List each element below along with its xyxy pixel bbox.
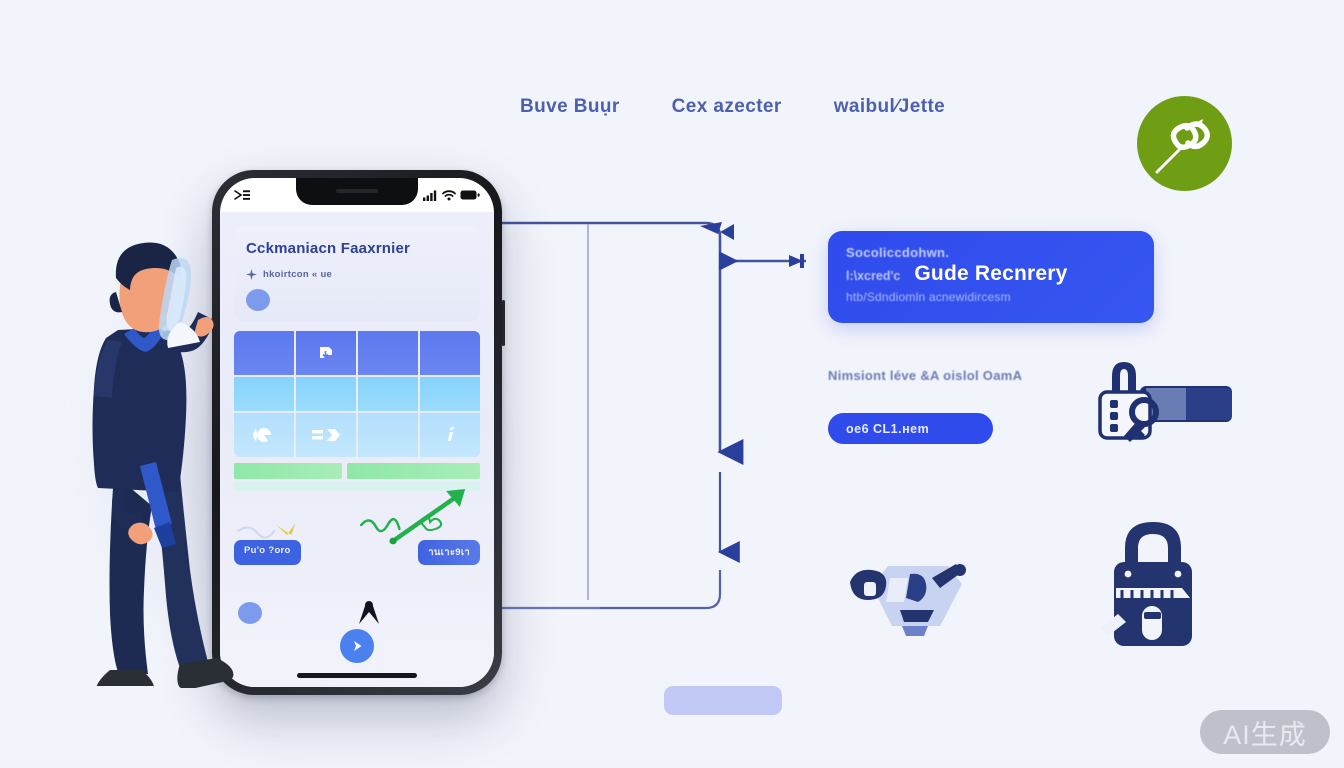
home-indicator — [297, 673, 417, 678]
nav-item-2[interactable]: Cex azecter — [671, 96, 782, 117]
recovery-card[interactable]: Socoliccdohwn. l:\xcred'c Gude Recnrery … — [828, 231, 1154, 323]
card-line-3: htb/Sdndiomln acnewidircesm — [846, 290, 1011, 304]
tile-row3-2[interactable] — [296, 413, 356, 457]
play-icon — [354, 641, 362, 651]
screen-title: Cckmaniacn Faaxrnier — [246, 240, 411, 257]
signal-bars-icon — [423, 190, 437, 201]
equals-arrow-icon — [296, 413, 356, 457]
teal-bar — [234, 481, 480, 491]
tile-grid — [234, 331, 480, 457]
wifi-icon — [442, 189, 456, 200]
link-knot-icon — [1155, 119, 1210, 174]
screen-header-card: Cckmaniacn Faaxrnier hkoirtcon « ue — [234, 226, 480, 321]
tile-row1-4[interactable] — [420, 331, 480, 375]
nav-item-3[interactable]: waibul∕Jette — [833, 96, 946, 117]
menu-lines-icon — [234, 190, 250, 200]
link-badge[interactable] — [1137, 96, 1232, 191]
side-label: Nimsiont léve &A oislol OamA — [828, 368, 1023, 383]
phone-status-bar — [220, 178, 494, 212]
nav-item-1[interactable]: Buve Buụr — [520, 96, 620, 117]
ai-watermark: AI生成 — [1200, 710, 1330, 754]
screen-subtitle: hkoirtcon « ue — [263, 269, 333, 280]
pill-right[interactable]: านเาะ9เา — [418, 540, 480, 565]
card-line-2-title: Gude Recnrery — [914, 262, 1068, 285]
pill-left[interactable]: Pu'o ?oro — [234, 540, 301, 565]
side-action-button[interactable]: oe6 CL1.нem — [828, 413, 993, 444]
growth-chart — [237, 489, 466, 545]
play-button[interactable] — [340, 629, 374, 663]
card-line-2-small: l:\xcred'c — [846, 269, 901, 283]
card-line-2: l:\xcred'c Gude Recnrery — [846, 262, 1136, 286]
tile-row1-2[interactable] — [296, 331, 356, 375]
screen-subtitle-row: hkoirtcon « ue — [246, 269, 468, 280]
tile-row2-1[interactable] — [234, 377, 294, 411]
tile-row3-4[interactable] — [420, 413, 480, 457]
phone-device: Cckmaniacn Faaxrnier hkoirtcon « ue — [212, 170, 505, 695]
caret-up-icon[interactable] — [262, 599, 476, 627]
tile-row2-4[interactable] — [420, 377, 480, 411]
tile-row2-2[interactable] — [296, 377, 356, 411]
tile-row3-1[interactable] — [234, 413, 294, 457]
tile-row1-3[interactable] — [358, 331, 418, 375]
phone-notch — [296, 178, 418, 205]
person-illustration — [92, 242, 234, 688]
placeholder-box — [664, 686, 782, 715]
download-icon — [296, 331, 356, 375]
top-navigation: Buve Buụr Cex azecter waibul∕Jette — [520, 96, 945, 118]
watermark-text: AI生成 — [1223, 719, 1307, 750]
shield-icon — [850, 564, 966, 636]
padlock-key-icon — [1098, 362, 1232, 442]
tile-row2-3[interactable] — [358, 377, 418, 411]
card-line-1: Socoliccdohwn. — [846, 245, 950, 260]
padlock-icon — [1100, 522, 1192, 646]
chart-row: Pu'o ?oro านเาะ9เา — [234, 463, 480, 565]
sparkle-icon — [246, 269, 257, 280]
screen-bottom-bar — [220, 593, 494, 633]
tile-row1-1[interactable] — [234, 331, 294, 375]
phone-screen: Cckmaniacn Faaxrnier hkoirtcon « ue — [220, 212, 494, 687]
chart-pills: Pu'o ?oro านเาะ9เา — [234, 540, 480, 565]
green-bar-left — [234, 463, 343, 479]
avatar — [246, 289, 270, 311]
avatar-dot[interactable] — [238, 602, 262, 624]
tile-row3-3[interactable] — [358, 413, 418, 457]
info-icon — [420, 413, 480, 457]
pacman-icon — [234, 413, 294, 457]
green-bar-right — [347, 463, 480, 479]
phone-screen-frame: Cckmaniacn Faaxrnier hkoirtcon « ue — [220, 178, 494, 687]
battery-icon — [460, 190, 480, 200]
